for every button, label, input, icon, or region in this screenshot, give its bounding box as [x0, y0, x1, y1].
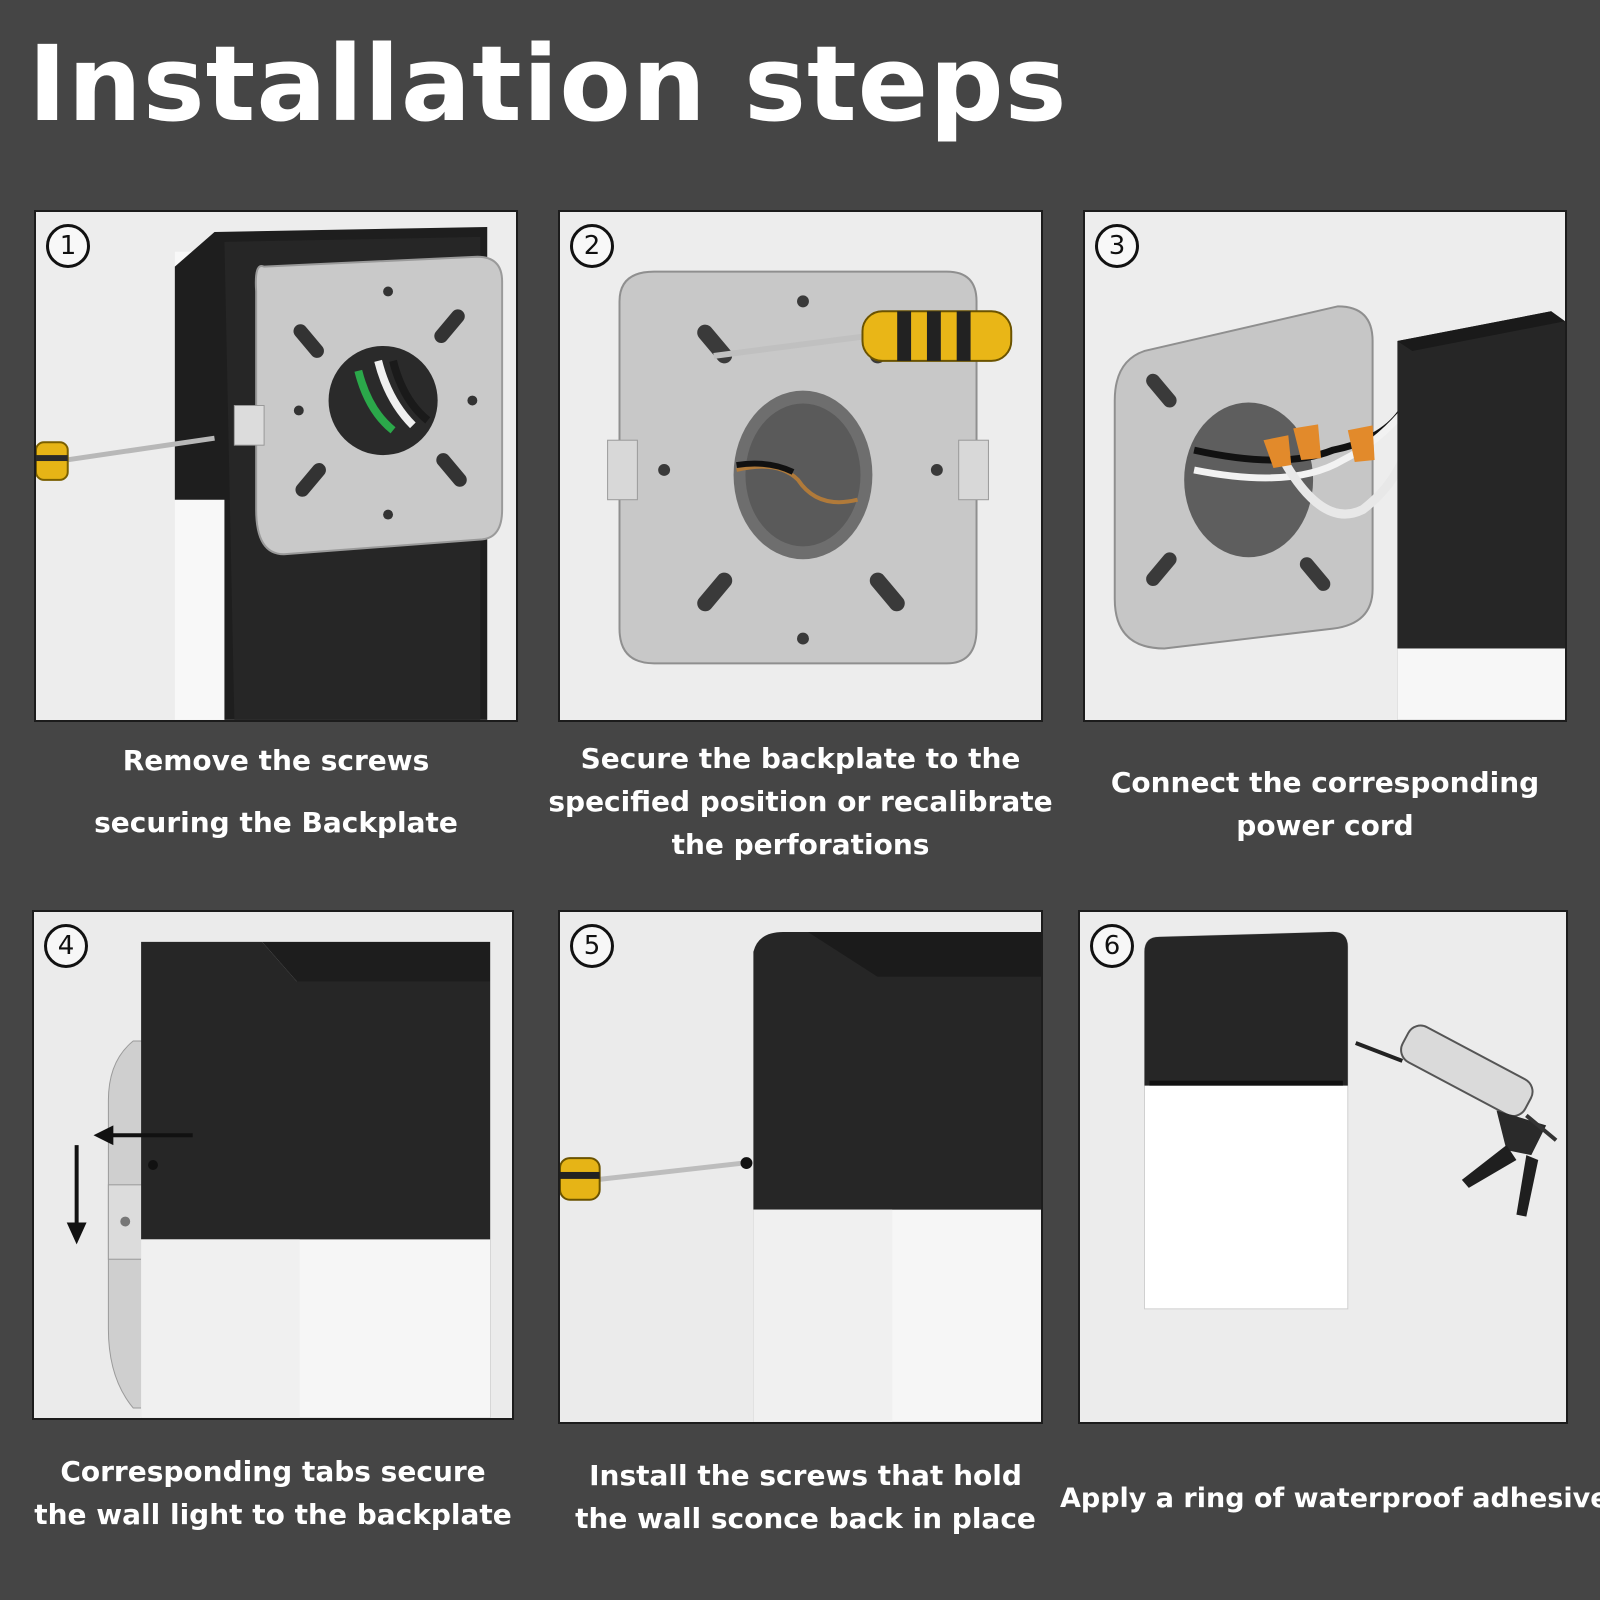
step-5-image: 5	[558, 910, 1043, 1424]
step-2-caption: Secure the backplate to the specified po…	[548, 737, 1053, 866]
step-3-image: 3	[1083, 210, 1567, 722]
step-5-caption: Install the screws that hold the wall sc…	[558, 1454, 1053, 1540]
step-4-caption-line-1: Corresponding tabs secure	[60, 1455, 486, 1488]
step-3-caption-line-2: power cord	[1236, 809, 1414, 842]
step-3-caption: Connect the corresponding power cord	[1083, 761, 1567, 847]
wiring-connection-illustration	[1085, 212, 1565, 720]
step-3-number: 3	[1095, 224, 1139, 268]
tab-alignment-illustration	[34, 912, 512, 1418]
step-1-caption: Remove the screws securing the Backplate	[34, 730, 518, 854]
page-title: Installation steps	[28, 23, 1068, 145]
step-4-number: 4	[44, 924, 88, 968]
step-2-image: 2	[558, 210, 1043, 722]
step-6-caption: Apply a ring of waterproof adhesive	[1060, 1477, 1600, 1520]
backplate-removal-illustration	[36, 212, 516, 720]
waterproof-adhesive-illustration	[1080, 912, 1566, 1422]
step-4-image: 4	[32, 910, 514, 1420]
step-6-caption-line-1: Apply a ring of waterproof adhesive	[1060, 1483, 1600, 1514]
step-1-caption-line-2: securing the Backplate	[94, 806, 458, 839]
step-6-number: 6	[1090, 924, 1134, 968]
step-2-caption-line-2: specified position or recalibrate	[548, 785, 1053, 818]
step-1-caption-line-1: Remove the screws	[122, 744, 430, 777]
step-5-caption-line-1: Install the screws that hold	[589, 1459, 1022, 1492]
step-4-caption-line-2: the wall light to the backplate	[34, 1498, 512, 1531]
step-3-caption-line-1: Connect the corresponding	[1110, 766, 1540, 799]
step-1-number: 1	[46, 224, 90, 268]
step-1-image: 1	[34, 210, 518, 722]
step-4-caption: Corresponding tabs secure the wall light…	[28, 1450, 518, 1536]
screw-reinstall-illustration	[560, 912, 1041, 1422]
backplate-securing-illustration	[560, 212, 1041, 720]
step-2-number: 2	[570, 224, 614, 268]
step-6-image: 6	[1078, 910, 1568, 1424]
step-5-caption-line-2: the wall sconce back in place	[575, 1502, 1036, 1535]
step-2-caption-line-3: the perforations	[671, 828, 930, 861]
step-2-caption-line-1: Secure the backplate to the	[580, 742, 1021, 775]
step-5-number: 5	[570, 924, 614, 968]
